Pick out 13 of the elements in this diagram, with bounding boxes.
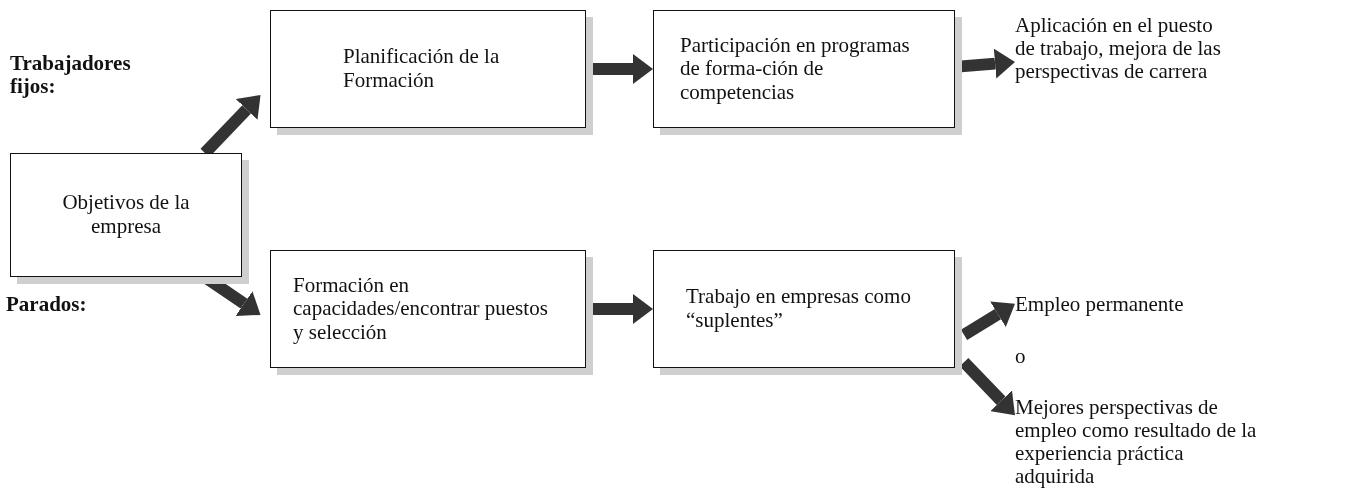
box-text: Objetivos de la empresa <box>61 191 191 239</box>
block-arrow <box>960 301 1015 341</box>
group-heading: Parados: <box>6 293 88 317</box>
box-text: Formación en capacidades/encontrar puestos y selección <box>293 273 549 345</box>
block-arrow <box>959 357 1015 416</box>
outcome-text: Empleo permanente <box>1015 293 1315 317</box>
box-text: Planificación de la Formación <box>343 45 501 93</box>
connector-word: o <box>1015 345 1027 369</box>
group-heading: Trabajadores fijos: <box>10 52 132 99</box>
box-text: Participación en programas de forma-ción de competencias <box>680 33 911 105</box>
outcome-text: Mejores perspectivas de empleo como resultado de la experiencia práctica adquirida <box>1015 396 1265 489</box>
outcome-text: Aplicación en el puesto de trabajo, mejora de las perspectivas de carrera <box>1015 14 1230 84</box>
box-text: Trabajo en empresas como “suplentes” <box>686 285 912 333</box>
